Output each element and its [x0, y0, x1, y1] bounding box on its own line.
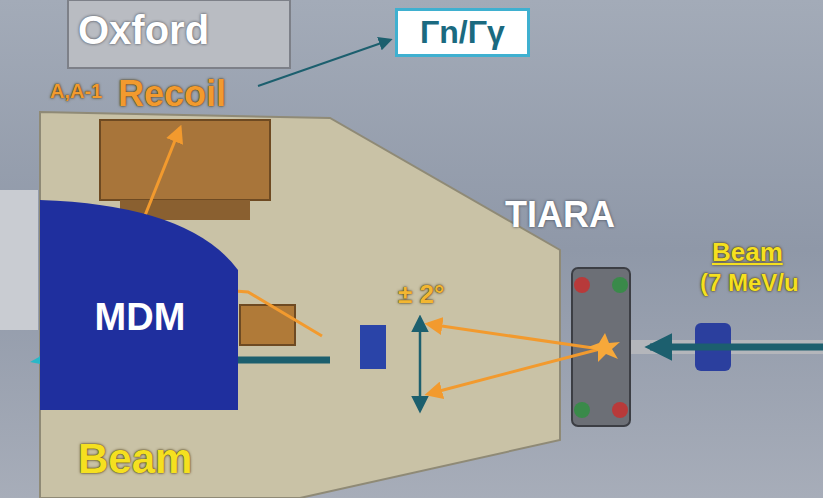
recoil-label: Recoil: [118, 74, 226, 114]
magnet-shape: [40, 200, 238, 410]
chamber-part: [612, 277, 628, 293]
chamber-part: [574, 402, 590, 418]
frame-part: [0, 190, 38, 330]
node-text: Γn/Γγ: [420, 14, 505, 50]
beam-label: Beam: [78, 436, 192, 482]
detector-name: Oxford: [78, 8, 209, 52]
beam-label: Beam: [712, 238, 783, 267]
target-flash: [588, 333, 620, 362]
array-name: TIARA: [505, 195, 615, 235]
focal-block: [240, 305, 295, 345]
quadrupole: [360, 325, 386, 369]
ratio-box: Γn/Γγ: [395, 8, 530, 57]
oxford-detector: [68, 0, 290, 68]
beam-arrow: [650, 344, 823, 351]
mdm-magnet: MDM: [40, 200, 240, 410]
spectrometer-housing: [40, 112, 560, 498]
acceptance-arrow: [419, 318, 422, 410]
recoil-ray: [428, 324, 600, 349]
leader-arrow: [258, 40, 390, 86]
detector-mount: [100, 120, 270, 200]
chamber-part: [574, 277, 590, 293]
recoil-ray: [428, 349, 600, 394]
angle-label: ± 2°: [398, 280, 444, 309]
mass-label: A,A-1: [50, 80, 102, 102]
node-text: MDM: [95, 297, 186, 339]
beam-energy: (7 MeV/u: [700, 270, 799, 296]
chamber-part: [612, 402, 628, 418]
